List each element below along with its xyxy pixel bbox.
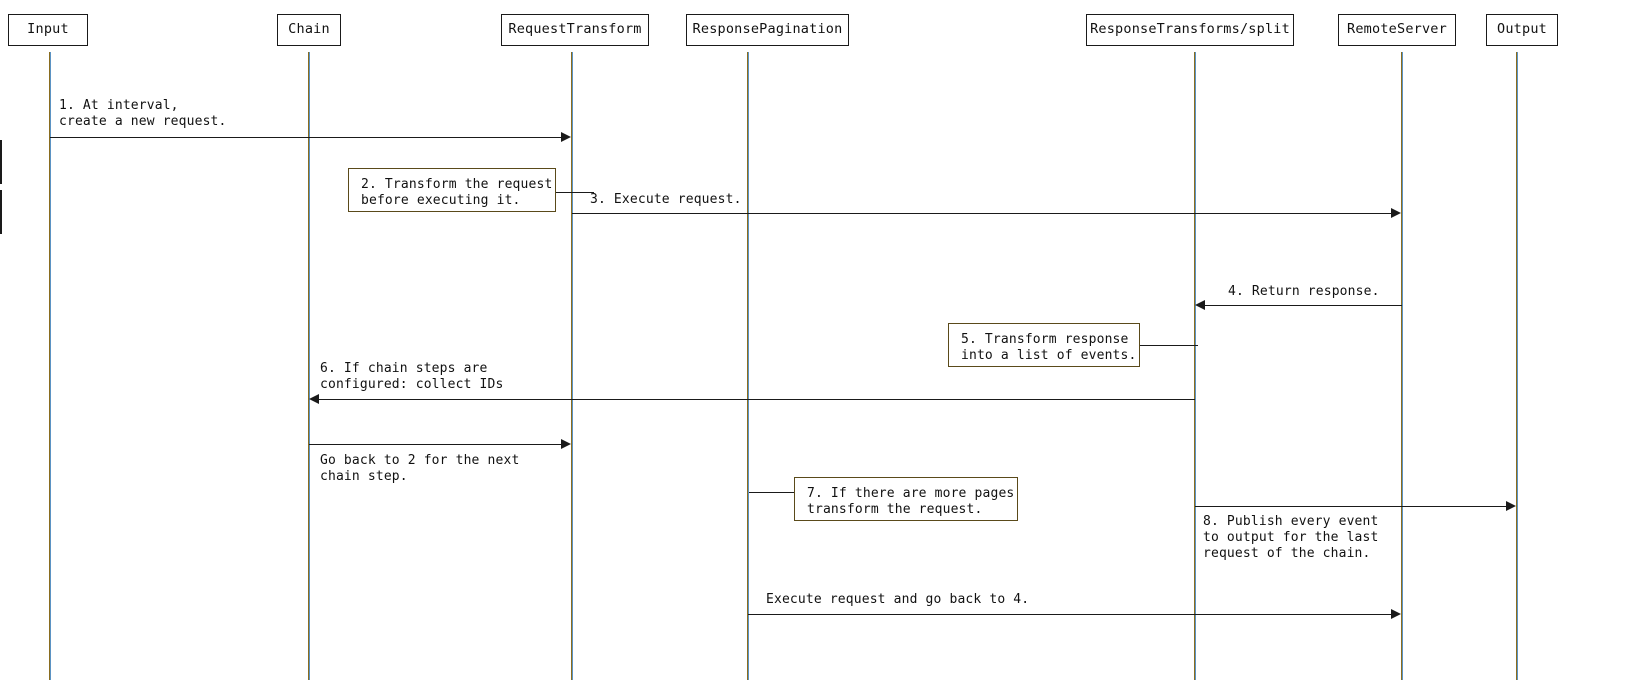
lifeline-output bbox=[1516, 52, 1518, 680]
message-label-8: 8. Publish every event to output for the… bbox=[1203, 514, 1379, 561]
lifeline-responsepagination bbox=[747, 52, 749, 680]
message-line-4 bbox=[1204, 305, 1402, 307]
participant-output[interactable]: Output bbox=[1486, 14, 1558, 46]
note-link-5 bbox=[1140, 345, 1198, 347]
message-arrowhead-8 bbox=[1506, 501, 1516, 511]
message-arrowhead-6 bbox=[309, 394, 319, 404]
message-line-execute-go-back-to-4 bbox=[748, 614, 1391, 616]
participant-requesttransform[interactable]: RequestTransform bbox=[501, 14, 649, 46]
message-arrowhead-execute-go-back-to-4 bbox=[1391, 609, 1401, 619]
message-arrowhead-go-back-to-2 bbox=[561, 439, 571, 449]
message-label-6: 6. If chain steps are configured: collec… bbox=[320, 361, 504, 392]
message-line-go-back-to-2 bbox=[309, 444, 562, 446]
participant-label-responsetransforms-split: ResponseTransforms/split bbox=[1090, 21, 1290, 38]
lifeline-chain bbox=[308, 52, 310, 680]
message-label-go-back-to-2: Go back to 2 for the next chain step. bbox=[320, 453, 520, 484]
note-5-transform-response: 5. Transform response into a list of eve… bbox=[948, 323, 1140, 367]
left-edge-artifact-lower bbox=[0, 190, 2, 234]
participant-label-requesttransform: RequestTransform bbox=[508, 21, 642, 38]
participant-label-responsepagination: ResponsePagination bbox=[692, 21, 843, 38]
message-line-1 bbox=[50, 137, 562, 139]
lifeline-responsetransforms-split bbox=[1194, 52, 1196, 680]
note-link-2 bbox=[556, 192, 594, 194]
message-arrowhead-4 bbox=[1195, 300, 1205, 310]
participant-input[interactable]: Input bbox=[8, 14, 88, 46]
participant-label-input: Input bbox=[27, 21, 69, 38]
note-link-7 bbox=[749, 492, 795, 494]
message-arrowhead-3 bbox=[1391, 208, 1401, 218]
message-arrowhead-1 bbox=[561, 132, 571, 142]
message-label-3: 3. Execute request. bbox=[590, 192, 742, 207]
message-line-8 bbox=[1195, 506, 1511, 508]
participant-label-chain: Chain bbox=[288, 21, 330, 38]
lifeline-requesttransform bbox=[571, 52, 573, 680]
note-2-transform-request: 2. Transform the request before executin… bbox=[348, 168, 556, 212]
lifeline-input bbox=[49, 52, 51, 680]
participant-chain[interactable]: Chain bbox=[277, 14, 341, 46]
message-line-6 bbox=[318, 399, 1195, 401]
participant-label-remoteserver: RemoteServer bbox=[1347, 21, 1447, 38]
message-label-1: 1. At interval, create a new request. bbox=[59, 98, 227, 129]
lifeline-remoteserver bbox=[1401, 52, 1403, 680]
message-label-execute-go-back-to-4: Execute request and go back to 4. bbox=[766, 592, 1030, 607]
message-label-4: 4. Return response. bbox=[1228, 284, 1380, 299]
message-line-3 bbox=[572, 213, 1391, 215]
note-7-more-pages: 7. If there are more pages transform the… bbox=[794, 477, 1018, 521]
left-edge-artifact-upper bbox=[0, 140, 2, 184]
participant-responsepagination[interactable]: ResponsePagination bbox=[686, 14, 849, 46]
participant-remoteserver[interactable]: RemoteServer bbox=[1338, 14, 1456, 46]
participant-responsetransforms-split[interactable]: ResponseTransforms/split bbox=[1086, 14, 1294, 46]
participant-label-output: Output bbox=[1497, 21, 1547, 38]
